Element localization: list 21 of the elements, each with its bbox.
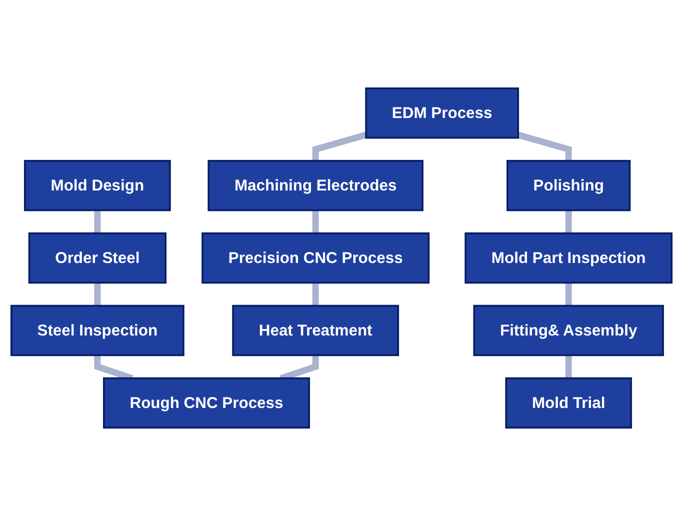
connector	[94, 210, 101, 234]
connector	[94, 282, 101, 306]
connector	[312, 282, 319, 306]
connector	[565, 355, 572, 378]
connector	[565, 210, 572, 234]
node-box: Fitting& Assembly	[473, 304, 664, 356]
node-box: Polishing	[506, 160, 631, 212]
node-box: Rough CNC Process	[102, 377, 310, 429]
node-box: EDM Process	[365, 87, 520, 139]
connector	[517, 132, 572, 161]
node-box: Order Steel	[28, 232, 166, 284]
node-box: Mold Design	[24, 160, 171, 212]
node-box: Steel Inspection	[10, 304, 184, 356]
node-box: Heat Treatment	[232, 304, 400, 356]
connector	[312, 210, 319, 234]
connector	[565, 282, 572, 306]
node-box: Machining Electrodes	[208, 160, 424, 212]
connector	[312, 132, 367, 161]
node-box: Precision CNC Process	[202, 232, 430, 284]
node-box: Mold Part Inspection	[464, 232, 673, 284]
node-box: Mold Trial	[505, 377, 632, 429]
